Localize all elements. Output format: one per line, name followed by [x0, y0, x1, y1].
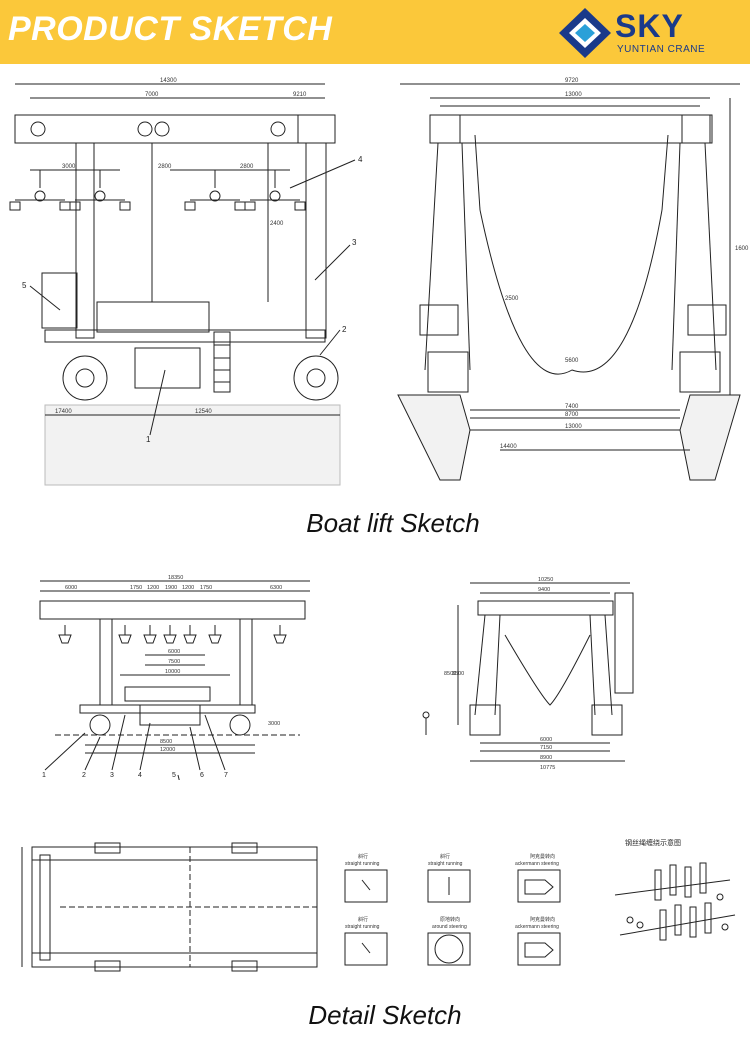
- dim-label: 8500: [444, 671, 456, 677]
- dim-label: 1750: [130, 585, 142, 591]
- callout-number: 3: [352, 238, 357, 247]
- dim-label: 7500: [168, 659, 180, 665]
- steering-label: around steering: [432, 924, 467, 930]
- steering-label: 阿克曼转向: [530, 916, 555, 923]
- steering-label: 原地转向: [440, 916, 460, 923]
- dim-label: 7000: [145, 92, 159, 98]
- dim-label: 8700: [565, 412, 579, 418]
- dim-label: 6000: [65, 585, 77, 591]
- callout-number: 1: [42, 772, 46, 779]
- dim-label: 6300: [270, 585, 282, 591]
- dim-label: 13000: [565, 92, 582, 98]
- logo: SKY YUNTIAN CRANE: [555, 6, 745, 60]
- dim-label: 12000: [160, 747, 175, 753]
- detail-top-beam: [39, 600, 306, 620]
- dim-label: 2500: [505, 296, 519, 302]
- dim-label: 14400: [500, 444, 517, 450]
- sling: [479, 209, 663, 375]
- steering-label: 斜行: [440, 853, 450, 860]
- dim-label: 3000: [268, 721, 280, 727]
- spreader-mid-left: [69, 170, 131, 211]
- dim-label: 8500: [160, 739, 172, 745]
- dim-label: 1750: [200, 585, 212, 591]
- dim-label: 6000: [540, 737, 552, 743]
- steering-label: ackermann steering: [515, 924, 559, 930]
- dim-label: 7150: [540, 745, 552, 751]
- boat-lift-side-view: 14300 7000 9210 3000 2800 2800 2400 1740…: [9, 78, 749, 486]
- logo-subtext: YUNTIAN CRANE: [617, 44, 706, 55]
- dim-label: 7400: [565, 404, 579, 410]
- dim-label: 9720: [565, 78, 579, 84]
- left-wheel: [62, 355, 108, 401]
- steering-label: 斜行: [358, 916, 368, 923]
- callout-number: 4: [138, 772, 142, 779]
- spreader-mid-right: [184, 170, 246, 211]
- callout-number: 5: [22, 281, 27, 290]
- callout-number: 6: [200, 772, 204, 779]
- callout-number: 5: [172, 772, 176, 779]
- callout-number: 7: [224, 772, 228, 779]
- steering-label: straight running: [345, 924, 380, 930]
- dim-label: 6000: [168, 649, 180, 655]
- page-title: PRODUCT SKETCH: [8, 10, 333, 48]
- engine-box: [134, 347, 201, 389]
- callout-number: 3: [110, 772, 114, 779]
- dim-label: 5600: [565, 358, 579, 364]
- dim-label: 3000: [62, 164, 76, 170]
- steering-label: 斜行: [358, 853, 368, 860]
- dim-label: 13000: [565, 424, 582, 430]
- dim-label: 1200: [147, 585, 159, 591]
- rope-diagram: [614, 862, 736, 941]
- dim-label: 17400: [55, 409, 72, 415]
- steering-label: ackermann steering: [515, 861, 559, 867]
- dim-label: 8900: [540, 755, 552, 761]
- steering-label: straight running: [345, 861, 380, 867]
- dim-label: 9400: [538, 587, 550, 593]
- dim-label: 2800: [240, 164, 254, 170]
- dim-label: 14300: [160, 78, 177, 84]
- boat-lift-end-view: [397, 83, 741, 481]
- detail-side-view: 18350 6000 1750 1200 1900 1200 1750 6300…: [39, 575, 634, 780]
- steering-diagrams: [344, 869, 561, 966]
- caption-boat-lift: Boat lift Sketch: [306, 508, 480, 538]
- callout-number: 4: [358, 155, 363, 164]
- dim-label: 2400: [270, 221, 284, 227]
- logo-text: SKY: [615, 8, 684, 44]
- caption-detail: Detail Sketch: [308, 1000, 462, 1030]
- dim-label: 9210: [293, 92, 307, 98]
- callout-number: 2: [342, 325, 347, 334]
- detail-end-view: [422, 582, 634, 762]
- dim-label: 10775: [540, 765, 555, 771]
- lower-frame: [96, 301, 210, 333]
- detail-plan-view: 斜行 straight running 斜行 straight running …: [21, 838, 736, 972]
- top-beam: [14, 114, 336, 144]
- dim-label: 3500: [452, 671, 464, 677]
- dim-label: 1600: [735, 246, 749, 252]
- dim-label: 2800: [158, 164, 172, 170]
- ground-hatch: [44, 404, 341, 486]
- detail-left-wheel: [89, 714, 111, 736]
- dim-label: 12540: [195, 409, 212, 415]
- dim-label: 1900: [165, 585, 177, 591]
- detail-hooks: [58, 625, 287, 644]
- detail-right-wheel: [229, 714, 251, 736]
- dim-label: 18350: [168, 575, 183, 581]
- logo-diamond-icon: [559, 8, 611, 58]
- beam-end-box: [297, 114, 336, 144]
- spreader-left: [9, 170, 71, 211]
- callout-number: 1: [146, 435, 151, 444]
- left-leg: [75, 142, 95, 339]
- dim-label: 10250: [538, 577, 553, 583]
- dim-label: 10000: [165, 669, 180, 675]
- spreader-right: [244, 170, 306, 211]
- steering-label: straight running: [428, 861, 463, 867]
- callout-number: 2: [82, 772, 86, 779]
- rope-diagram-title: 钢丝绳缠绕示意图: [625, 838, 681, 847]
- header-banner: PRODUCT SKETCH SKY YUNTIAN CRANE: [0, 0, 750, 64]
- dim-label: 1200: [182, 585, 194, 591]
- right-leg: [305, 142, 327, 339]
- right-wheel: [293, 355, 339, 401]
- side-panel: [41, 272, 78, 329]
- steering-label: 阿克曼转向: [530, 853, 555, 860]
